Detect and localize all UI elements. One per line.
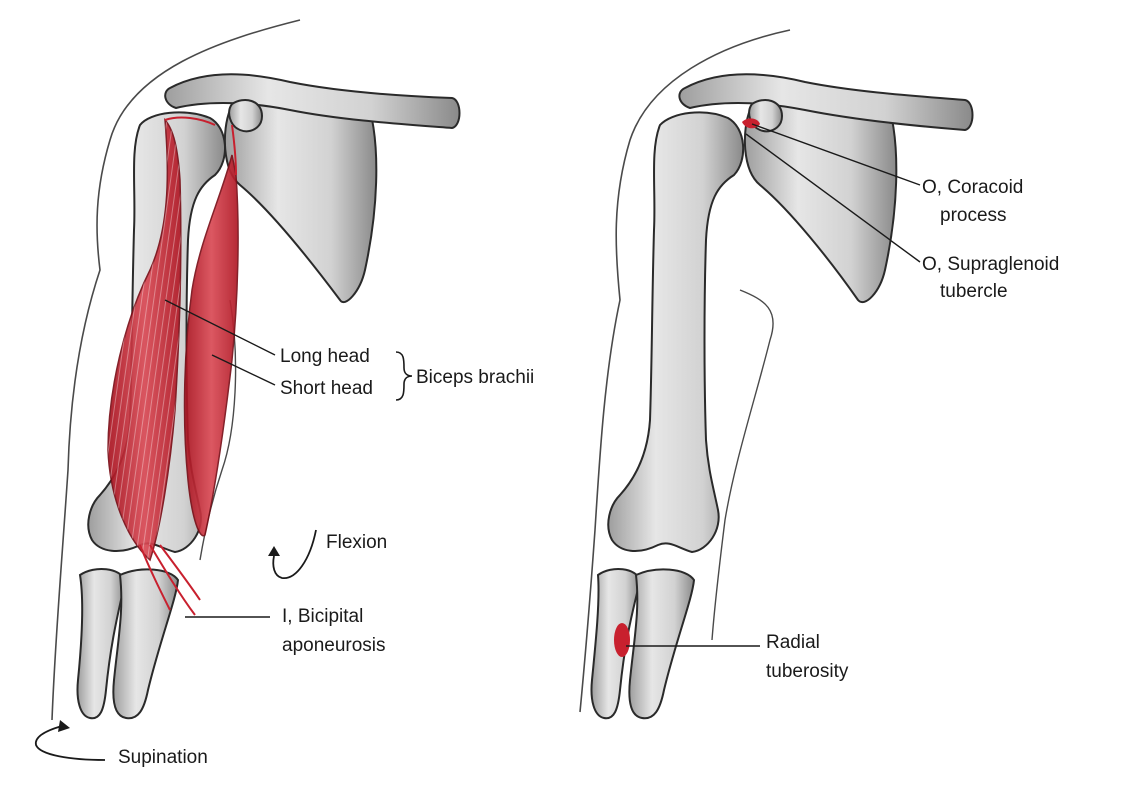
short-head-label: Short head (280, 378, 373, 399)
bicipital-label-line2: aponeurosis (282, 635, 386, 656)
supination-arrow-icon (35, 720, 106, 761)
biceps-brachii-label: Biceps brachii (416, 367, 534, 388)
supraglenoid-leader (745, 133, 921, 263)
right-clavicle (678, 73, 974, 132)
biceps-tendon-upper (164, 116, 237, 176)
coracoid-leader (751, 123, 921, 186)
radial-label-line1: Radial (766, 632, 820, 653)
supraglenoid-label-line1: O, Supraglenoid (922, 254, 1059, 275)
bicipital-label-line1: I, Bicipital (282, 606, 363, 627)
right-skin-outline-inner (711, 289, 774, 641)
radial-tuberosity-marker (614, 623, 630, 657)
radial-label-line2: tuberosity (766, 661, 849, 682)
biceps-brachii-muscle (107, 116, 239, 616)
left-clavicle (164, 73, 461, 130)
supraglenoid-label-line2: tubercle (940, 281, 1008, 302)
left-arm-figure: Long head Short head Biceps brachii Flex… (35, 19, 534, 768)
short-head-leader (211, 354, 276, 386)
long-head-label: Long head (280, 346, 370, 367)
right-skin-outline (579, 29, 791, 713)
biceps-brace (395, 351, 413, 401)
right-radius (628, 568, 696, 720)
flexion-label: Flexion (326, 532, 387, 553)
biceps-fibers (108, 120, 181, 560)
right-humerus (607, 111, 745, 554)
biceps-tendon-lower (139, 544, 201, 616)
coracoid-label-line2: process (940, 205, 1007, 226)
left-coracoid (228, 99, 264, 133)
left-skin-outline (51, 19, 301, 721)
long-head-leader (164, 299, 276, 356)
left-radius (112, 568, 180, 720)
right-arm-figure: O, Coracoid process O, Supraglenoid tube… (579, 29, 1059, 720)
short-head-muscle (183, 154, 239, 537)
coracoid-label-line1: O, Coracoid (922, 177, 1023, 198)
flexion-arrow-icon (268, 529, 317, 579)
supination-label: Supination (118, 747, 208, 768)
